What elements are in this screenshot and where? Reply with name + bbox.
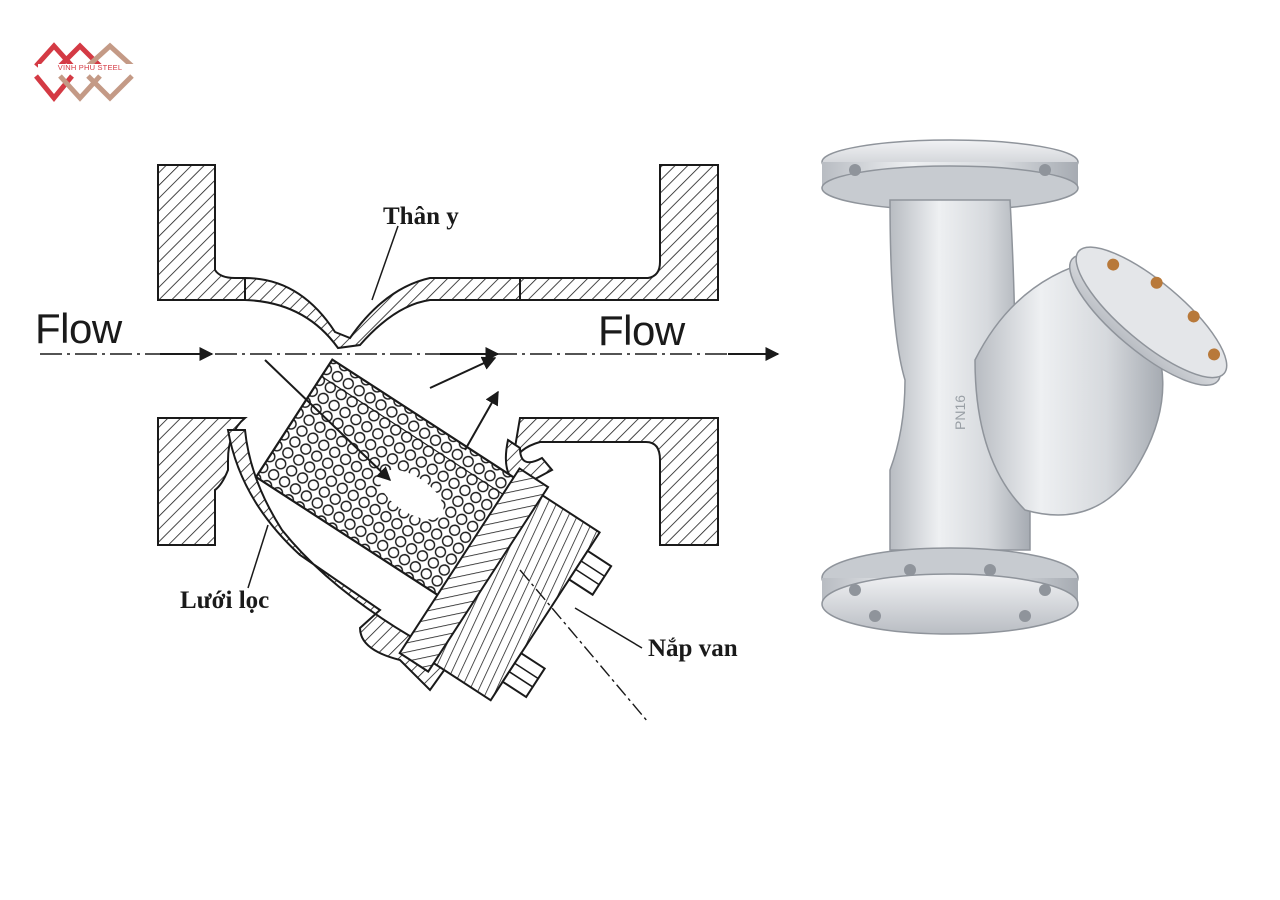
bolt-upper — [567, 549, 613, 597]
y-strainer-cross-section — [40, 164, 780, 723]
flow-arrow-up-2 — [464, 390, 499, 451]
flow-arrow-up-1 — [429, 356, 497, 389]
flow-in-label: Flow — [35, 305, 122, 352]
leader-cap — [574, 607, 643, 649]
leader-body — [371, 225, 399, 301]
photo-embossed-text: PN16 — [952, 395, 968, 430]
y-strainer-product-photo: PN16 — [821, 139, 1228, 635]
logo-text: VINH PHU STEEL — [38, 64, 142, 72]
bolt-lower — [501, 651, 547, 699]
flow-out-label: Flow — [598, 307, 685, 354]
inlet-flange-top — [157, 164, 246, 301]
outlet-flange-top — [519, 164, 719, 301]
label-screen: Lưới lọc — [180, 587, 270, 614]
body-upper-wall — [244, 276, 521, 350]
flow-arrow-diag-down — [264, 359, 392, 481]
cap-axis — [519, 569, 649, 723]
label-cap: Nắp van — [648, 635, 738, 662]
leader-screen — [247, 524, 269, 589]
cap-plate — [398, 467, 550, 673]
vinh-phu-steel-logo — [34, 42, 134, 102]
inlet-flange-bottom — [157, 417, 248, 546]
photo-bottom-flange — [821, 573, 1079, 635]
label-body: Thân y — [383, 203, 459, 230]
